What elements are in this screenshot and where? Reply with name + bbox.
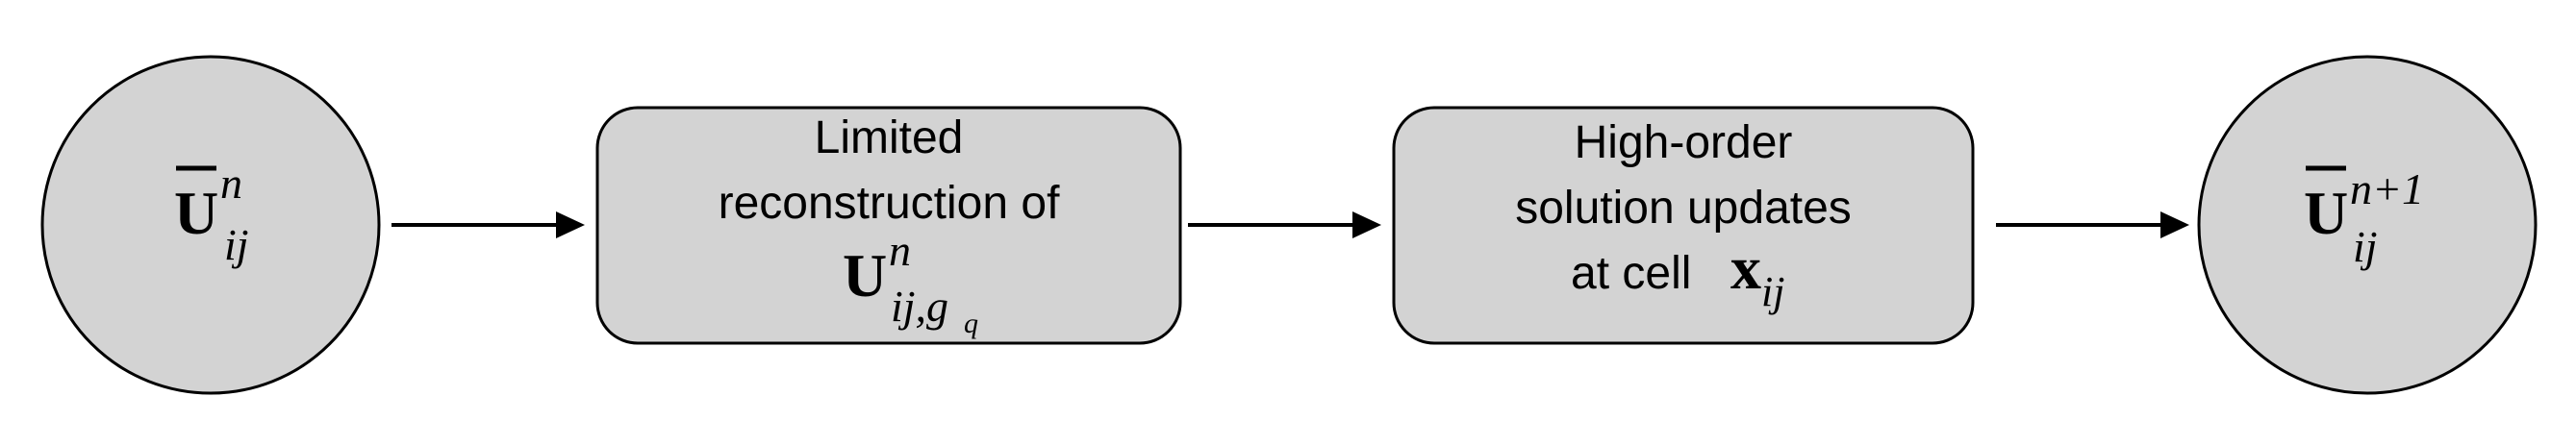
reconstruction-superscript: n [889, 226, 911, 275]
start-node: U n ij [40, 55, 381, 395]
start-node-circle [40, 55, 381, 395]
arrow-3-head [2160, 211, 2189, 238]
start-symbol: U [174, 179, 218, 247]
arrow-1 [391, 211, 585, 238]
arrow-2-head [1352, 211, 1381, 238]
update-line1: High-order [1575, 117, 1793, 168]
end-subscript: ij [2353, 222, 2378, 271]
reconstruction-box [595, 106, 1182, 345]
update-symbol: x [1730, 234, 1761, 302]
arrow-2 [1188, 211, 1381, 238]
arrow-1-head [556, 211, 585, 238]
reconstruction-line2: reconstruction of [719, 178, 1061, 229]
end-superscript: n+1 [2350, 164, 2424, 213]
reconstruction-subscript: ij,g [891, 282, 948, 331]
update-line2: solution updates [1515, 183, 1852, 234]
start-superscript: n [220, 159, 242, 208]
update-box [1392, 106, 1975, 345]
update-line3-prefix: at cell [1571, 248, 1691, 299]
update-subscript: ij [1761, 268, 1784, 315]
end-symbol: U [2304, 179, 2348, 247]
end-node: U n+1 ij [2197, 55, 2538, 395]
reconstruction-line1: Limited [815, 112, 964, 163]
end-node-circle [2197, 55, 2538, 395]
reconstruction-symbol: U [843, 241, 887, 310]
reconstruction-subscript-inner: q [964, 308, 978, 339]
start-subscript: ij [224, 220, 249, 269]
arrow-3 [1996, 211, 2189, 238]
reconstruction-node: Limited reconstruction of U n ij,g q [595, 106, 1182, 345]
update-node: High-order solution updates at cell x ij [1392, 106, 1975, 345]
